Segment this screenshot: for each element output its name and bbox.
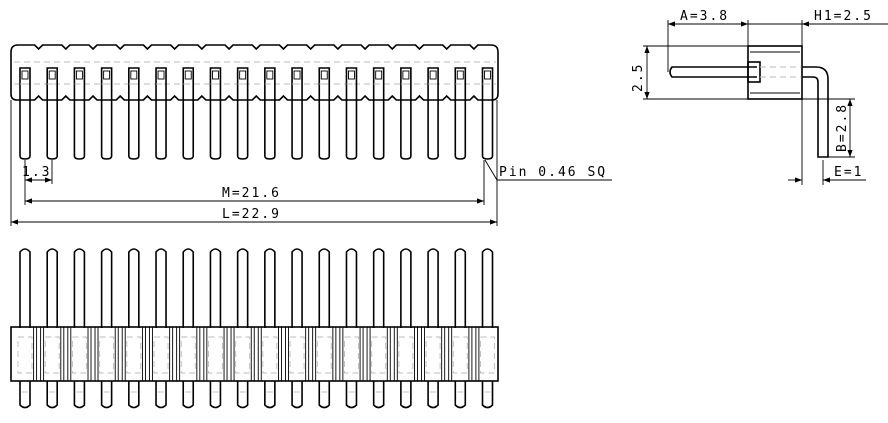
pitch-dimension-label: 1.3 [22, 165, 51, 180]
top-pins [19, 67, 494, 160]
body-height-label: 2.5 [631, 63, 646, 92]
bent-pin [802, 66, 829, 158]
front-pins [19, 248, 494, 409]
pin [209, 248, 222, 409]
m-dimension-label: M=21.6 [222, 186, 281, 201]
pin [427, 248, 439, 409]
pin [291, 248, 303, 409]
pin [454, 67, 467, 160]
pin [100, 248, 113, 409]
pin-seat [747, 61, 761, 83]
top-view: 1.3 M=21.6 L=22.9 Pin 0.46 SQ [10, 44, 612, 226]
pin [73, 67, 86, 160]
horizontal-pin [669, 66, 757, 78]
pin [427, 67, 439, 160]
pin [236, 67, 249, 160]
pin [236, 248, 249, 409]
pin [318, 67, 331, 160]
front-view [10, 248, 499, 409]
pin [155, 248, 167, 409]
pin [264, 248, 276, 409]
pin-callout-label: Pin 0.46 SQ [499, 165, 607, 180]
pin [128, 248, 140, 409]
pin [345, 248, 358, 409]
pin-callout-leader [484, 159, 612, 181]
pin [345, 67, 358, 160]
pin [155, 67, 167, 160]
pin [481, 67, 494, 160]
pin [19, 67, 31, 160]
pin [46, 248, 59, 409]
pin [400, 248, 412, 409]
pin [318, 248, 331, 409]
h1-dimension-label: H1=2.5 [814, 9, 873, 24]
pin [73, 248, 86, 409]
header-body-top [10, 44, 499, 101]
l-dimension-label: L=22.9 [222, 207, 281, 222]
pin [46, 67, 59, 160]
pin [182, 248, 195, 409]
pin [291, 67, 303, 160]
pin [454, 248, 467, 409]
pin [209, 67, 222, 160]
header-body-side [747, 45, 803, 100]
pin [481, 248, 494, 409]
pin [400, 67, 412, 160]
pin [128, 67, 140, 160]
pin [182, 67, 195, 160]
a-dimension-label: A=3.8 [680, 9, 729, 24]
pin [372, 67, 385, 160]
e-dimension-label: E=1 [834, 165, 863, 180]
pin [372, 248, 385, 409]
pin [264, 67, 276, 160]
pin [19, 248, 31, 409]
side-view: A=3.8 H1=2.5 2.5 B=2.8 E=1 [631, 9, 888, 185]
b-dimension-label: B=2.8 [835, 103, 850, 152]
pin [100, 67, 113, 160]
